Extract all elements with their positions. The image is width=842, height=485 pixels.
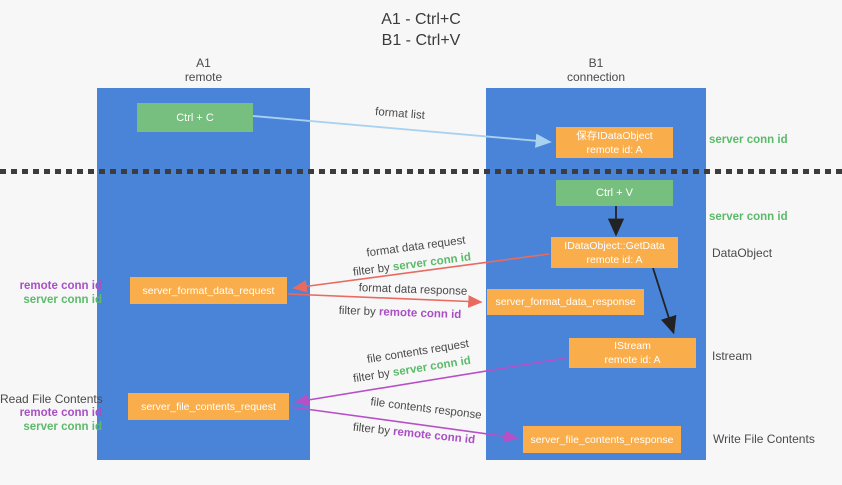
lane-left-role: remote bbox=[184, 70, 223, 84]
label-filter-format-response: filter by remote conn id bbox=[338, 305, 461, 321]
node-server-file-contents-response: server_file_contents_response bbox=[523, 426, 681, 453]
node-file-response-label: server_file_contents_response bbox=[530, 433, 674, 446]
right-label-server-conn-id-2: server conn id bbox=[709, 211, 788, 223]
node-format-response-label: server_format_data_response bbox=[495, 296, 636, 308]
node-ctrl-c: Ctrl + C bbox=[137, 103, 253, 132]
node-istream-line2: remote id: A bbox=[604, 354, 661, 366]
lane-header-right: B1 connection bbox=[486, 56, 706, 84]
lane-header-left: A1 remote bbox=[97, 56, 310, 84]
filter-prefix: filter by bbox=[352, 261, 394, 279]
lane-right-name: B1 bbox=[588, 56, 604, 70]
node-ctrl-v: Ctrl + V bbox=[556, 180, 673, 206]
filter-prefix: filter by bbox=[338, 304, 380, 319]
node-server-format-data-request: server_format_data_request bbox=[130, 277, 287, 304]
filter-key-remote-conn-id: remote conn id bbox=[378, 306, 462, 322]
right-label-server-conn-id-1: server conn id bbox=[709, 134, 788, 146]
label-file-contents-response: file contents response bbox=[369, 396, 483, 422]
right-label-write-file-contents: Write File Contents bbox=[713, 432, 815, 446]
node-file-request-label: server_file_contents_request bbox=[141, 400, 276, 413]
label-filter-file-response: filter by remote conn id bbox=[352, 422, 475, 447]
phase-separator-dotted-line bbox=[0, 169, 842, 174]
node-format-request-label: server_format_data_request bbox=[142, 284, 275, 297]
node-save-idataobject-line2: remote id: A bbox=[586, 143, 643, 156]
title-line-2: B1 - Ctrl+V bbox=[381, 32, 461, 49]
label-format-list: format list bbox=[374, 106, 426, 122]
left-label-remote-conn-id-1: remote conn id bbox=[19, 280, 102, 292]
left-label-read-file-contents: Read File Contents bbox=[0, 392, 103, 406]
left-label-remote-conn-id-2: remote conn id bbox=[19, 407, 102, 419]
label-format-data-response: format data response bbox=[358, 282, 468, 298]
left-label-server-conn-id-2: server conn id bbox=[23, 421, 102, 433]
node-ctrl-c-label: Ctrl + C bbox=[176, 111, 214, 124]
filter-key-remote-conn-id: remote conn id bbox=[392, 425, 476, 447]
lane-left-name: A1 bbox=[196, 56, 211, 70]
node-istream-line1: IStream bbox=[614, 340, 651, 352]
node-save-idataobject: 保存IDataObject remote id: A bbox=[556, 127, 673, 158]
diagram-title: A1 - Ctrl+C B1 - Ctrl+V bbox=[0, 9, 842, 51]
node-istream: IStream remote id: A bbox=[569, 338, 696, 368]
node-idataobject-getdata: IDataObject::GetData remote id: A bbox=[551, 237, 678, 268]
node-server-file-contents-request: server_file_contents_request bbox=[128, 393, 289, 420]
right-label-dataobject: DataObject bbox=[712, 246, 773, 260]
lane-right-role: connection bbox=[566, 70, 626, 84]
left-label-server-conn-id-1: server conn id bbox=[23, 294, 102, 306]
node-save-idataobject-line1: 保存IDataObject bbox=[576, 129, 653, 142]
node-getdata-line1: IDataObject::GetData bbox=[564, 239, 665, 252]
node-getdata-line2: remote id: A bbox=[586, 253, 643, 266]
node-ctrl-v-label: Ctrl + V bbox=[596, 187, 633, 199]
right-label-istream: Istream bbox=[712, 349, 753, 363]
title-line-1: A1 - Ctrl+C bbox=[381, 11, 461, 28]
node-server-format-data-response: server_format_data_response bbox=[487, 289, 644, 315]
filter-prefix: filter by bbox=[352, 367, 394, 386]
filter-prefix: filter by bbox=[352, 421, 394, 438]
